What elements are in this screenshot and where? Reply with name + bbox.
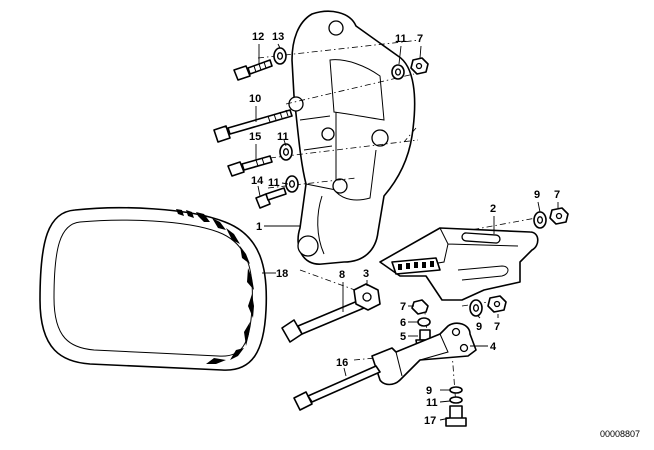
callout-16: 16 — [336, 357, 348, 377]
adjusting-nut — [353, 283, 381, 311]
callout-13: 13 — [272, 31, 284, 49]
callout-6: 6 — [400, 317, 418, 329]
callout-8: 8 — [339, 269, 345, 312]
callout-7: 7 — [400, 301, 414, 313]
callout-label: 17 — [424, 415, 436, 427]
callout-label: 7 — [400, 301, 406, 313]
callout-11: 11 — [426, 397, 451, 409]
callout-11: 11 — [277, 131, 289, 147]
callout-label: 12 — [252, 31, 264, 43]
callout-3: 3 — [363, 268, 369, 286]
callout-1: 1 — [256, 221, 300, 233]
callout-9: 9 — [426, 385, 450, 397]
callout-17: 17 — [424, 415, 451, 427]
washer — [279, 143, 293, 161]
washer — [449, 396, 463, 404]
washer — [469, 299, 483, 317]
callout-label: 9 — [534, 189, 540, 201]
callout-14: 14 — [251, 175, 264, 197]
callout-label: 6 — [400, 317, 406, 329]
callout-5: 5 — [400, 331, 418, 343]
hex-bolt — [227, 155, 273, 177]
callout-label: 11 — [277, 131, 289, 143]
long-bolt — [293, 365, 381, 411]
callout-label: 15 — [249, 131, 261, 143]
callout-label: 10 — [249, 93, 261, 105]
callout-label: 9 — [476, 321, 482, 333]
hex-bolt — [213, 109, 293, 143]
callout-label: 11 — [268, 177, 280, 189]
callout-label: 2 — [490, 203, 496, 215]
hex-nut — [410, 57, 429, 75]
callout-11: 11 — [268, 177, 289, 189]
callout-label: 7 — [554, 189, 560, 201]
lower-bracket — [371, 322, 477, 386]
drive-belt — [39, 206, 268, 371]
callout-7: 7 — [494, 314, 500, 333]
callout-9: 9 — [534, 189, 541, 213]
washer — [417, 317, 431, 327]
callout-15: 15 — [249, 131, 261, 160]
callout-label: 7 — [417, 33, 423, 45]
callout-label: 5 — [400, 331, 406, 343]
callout-label: 4 — [490, 341, 497, 353]
callout-4: 4 — [470, 341, 497, 353]
callout-11: 11 — [395, 33, 407, 65]
callout-label: 14 — [251, 175, 264, 187]
washer — [533, 211, 547, 229]
long-bolt — [281, 299, 365, 343]
callout-10: 10 — [249, 93, 261, 122]
callout-2: 2 — [490, 203, 496, 234]
hex-nut — [549, 207, 569, 225]
tensioner-plate — [379, 227, 539, 301]
hex-bolt — [445, 405, 467, 427]
hex-nut — [411, 299, 429, 315]
callout-label: 13 — [272, 31, 284, 43]
callout-label: 18 — [276, 268, 288, 280]
washer — [391, 64, 405, 80]
callout-label: 11 — [426, 397, 438, 409]
callout-12: 12 — [252, 31, 264, 64]
callout-label: 1 — [256, 221, 262, 233]
document-number: 00008807 — [600, 429, 640, 439]
callout-18: 18 — [262, 268, 288, 280]
callout-label: 9 — [426, 385, 432, 397]
callout-label: 7 — [494, 321, 500, 333]
callout-label: 16 — [336, 357, 348, 369]
hex-nut — [487, 295, 507, 313]
callout-label: 11 — [395, 33, 407, 45]
callout-7: 7 — [417, 33, 423, 59]
callout-label: 3 — [363, 268, 369, 280]
callout-label: 8 — [339, 269, 345, 281]
washer — [449, 386, 463, 394]
callout-7: 7 — [554, 189, 560, 208]
hex-bolt — [255, 187, 287, 209]
hex-bolt — [233, 59, 273, 81]
callout-9: 9 — [476, 315, 482, 333]
washer — [273, 47, 287, 65]
alternator-mounting-bracket — [288, 10, 416, 265]
